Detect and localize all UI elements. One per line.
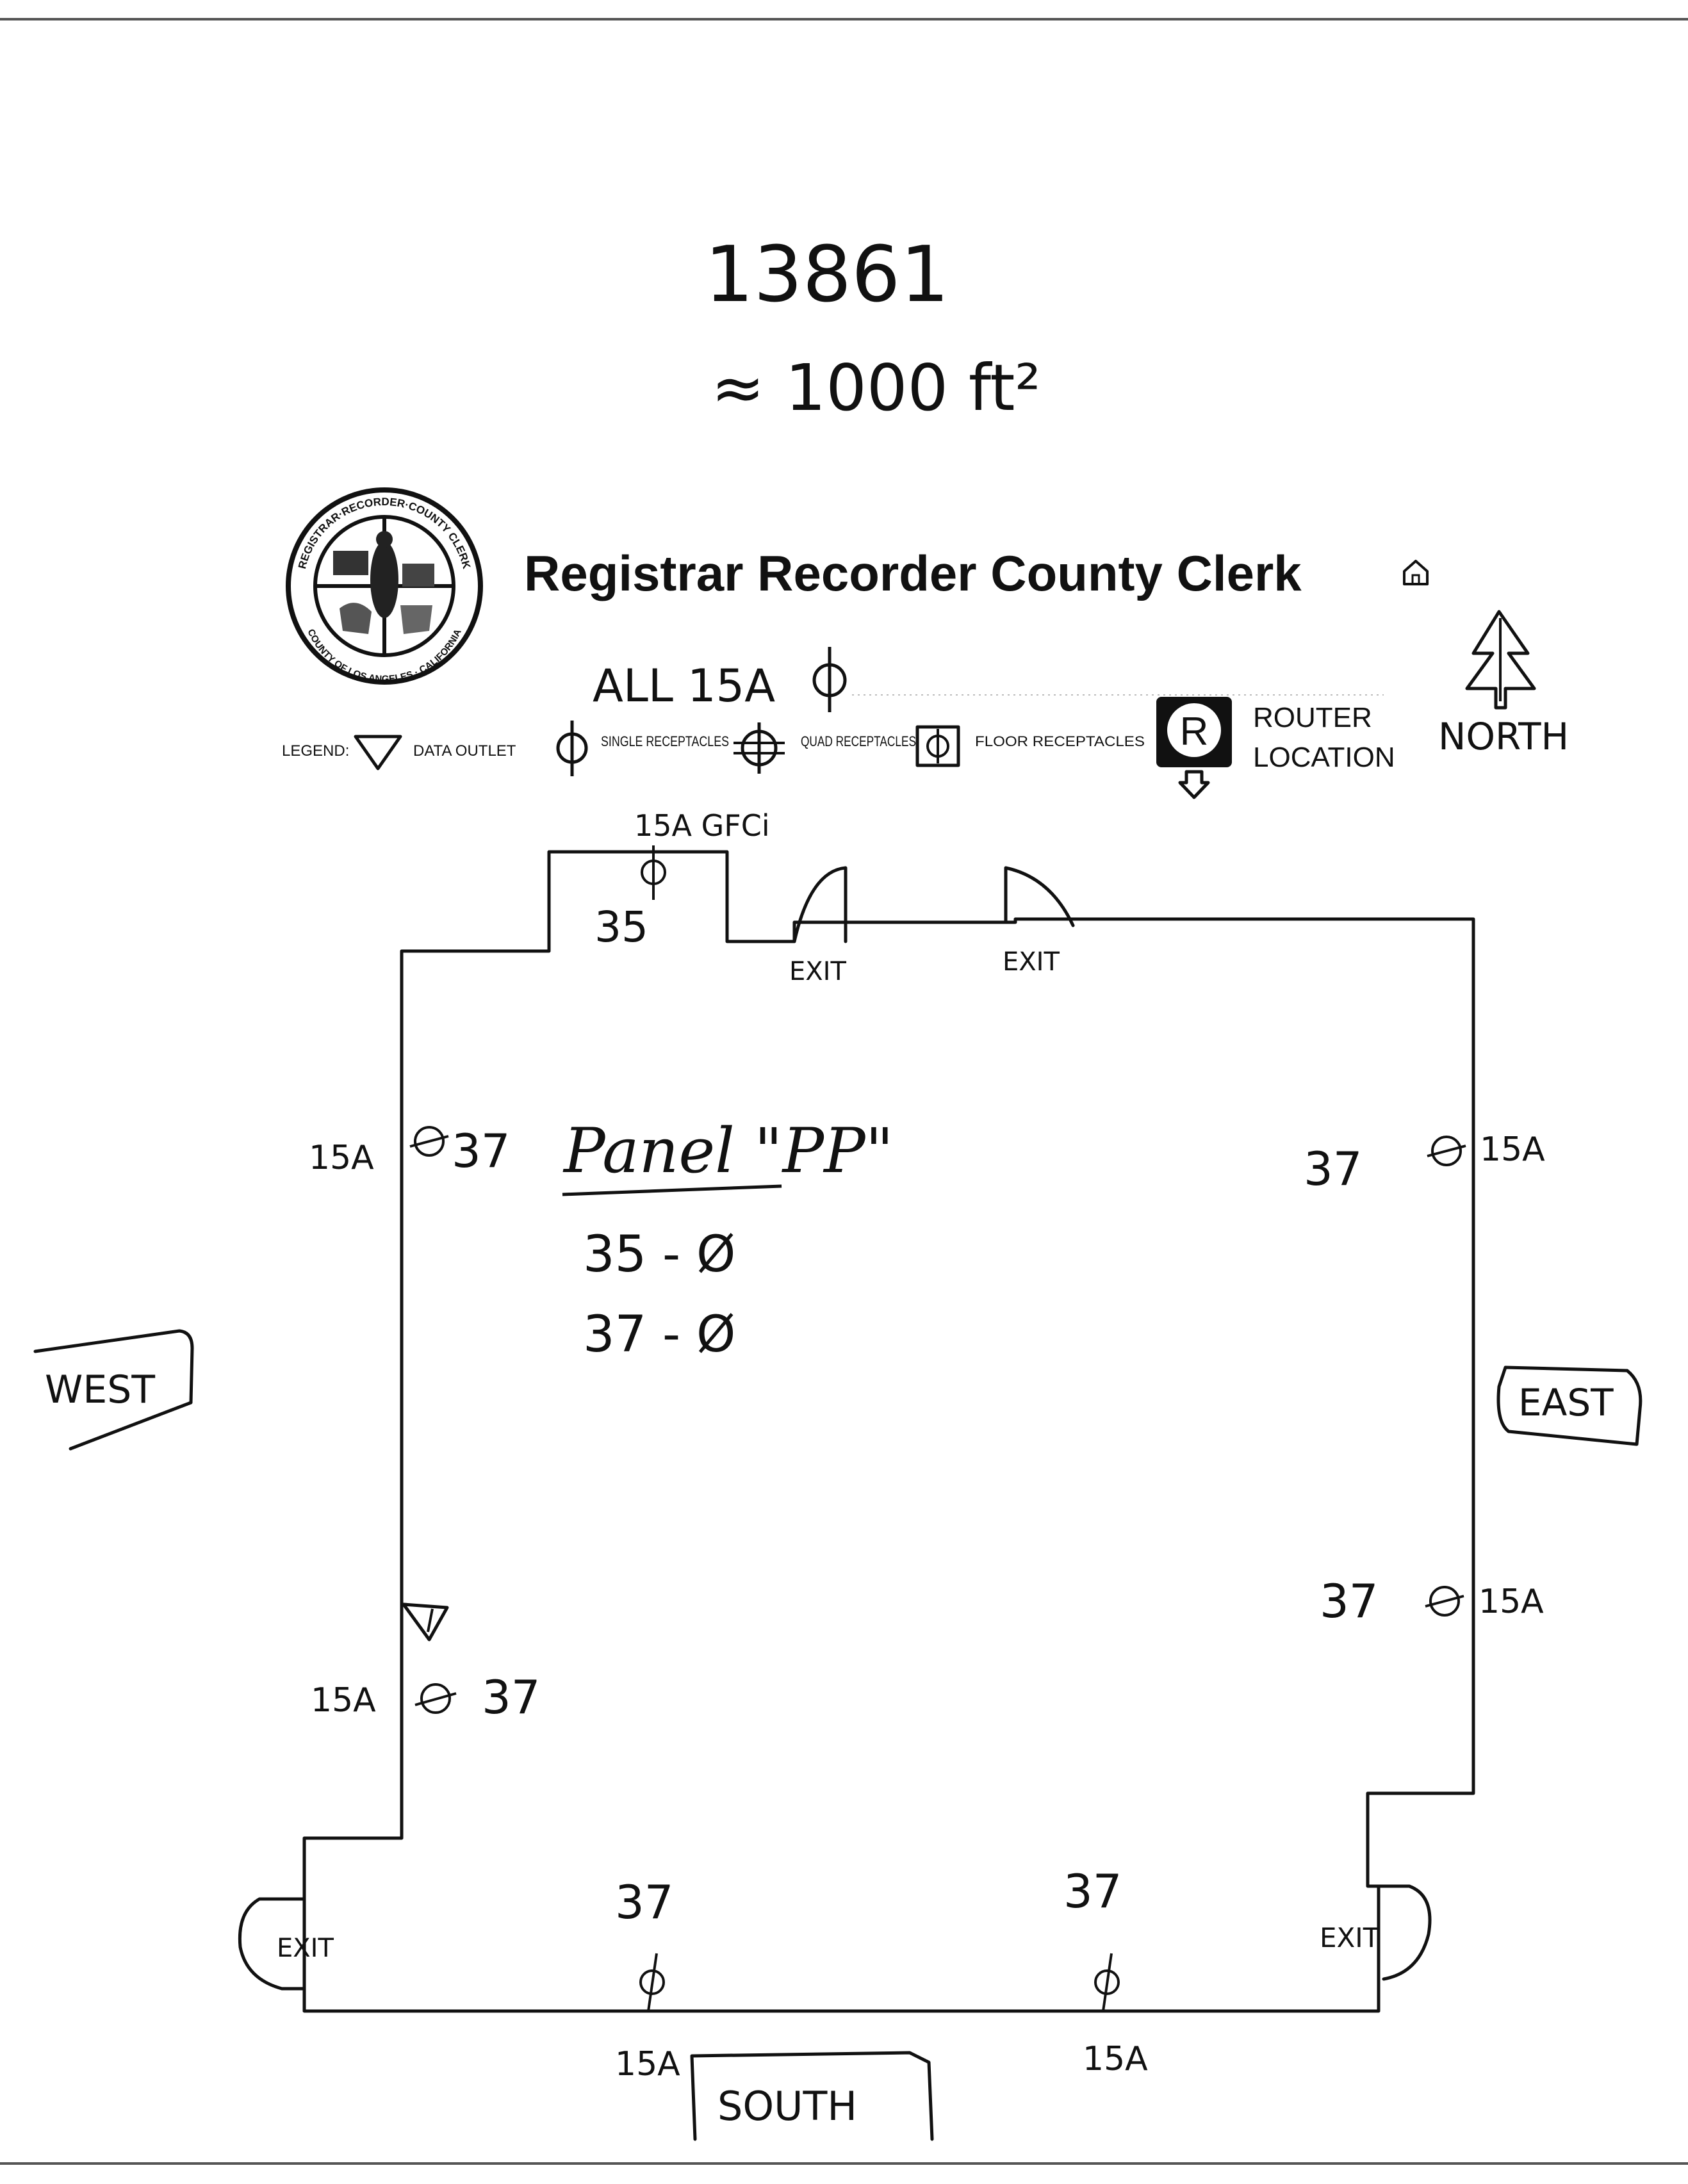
south-right-circuit: 37 xyxy=(1063,1864,1122,1918)
page-title: Registrar Recorder County Clerk xyxy=(524,545,1302,601)
single-receptacle-icon xyxy=(812,647,847,712)
single-receptacle-east-lower[interactable] xyxy=(1425,1586,1464,1617)
single-receptacle-west-upper[interactable] xyxy=(409,1126,449,1157)
legend-router-line1: ROUTER xyxy=(1253,702,1372,733)
west-upper-circuit: 37 xyxy=(452,1124,511,1178)
panel-line-1: 35 - Ø xyxy=(583,1226,735,1284)
router-icon: R xyxy=(1156,697,1232,799)
data-outlet-triangle-icon xyxy=(354,735,402,770)
single-receptacle-west-lower[interactable] xyxy=(414,1683,457,1714)
panel-title: Panel "PP" xyxy=(562,1115,894,1187)
south-left-rating: 15A xyxy=(615,2045,680,2083)
north-arrow xyxy=(1465,610,1536,710)
data-outlet-west[interactable] xyxy=(402,1602,449,1642)
exit-label-north-right: EXIT xyxy=(1003,947,1060,977)
exit-door-swing-north-right xyxy=(1004,866,1075,927)
exit-label-south-west: EXIT xyxy=(277,1934,334,1963)
single-receptacle-south-left[interactable] xyxy=(639,1953,665,2012)
north-receptacle-circuit: 35 xyxy=(594,902,648,952)
east-label-box xyxy=(1496,1365,1643,1446)
county-seal: REGISTRAR·RECORDER·COUNTY CLERK COUNTY O… xyxy=(286,487,483,685)
legend-single-receptacles: SINGLE RECEPTACLES xyxy=(601,733,729,749)
north-receptacle-rating: 15A GFCi xyxy=(634,808,770,843)
area-note: ≈ 1000 ft² xyxy=(711,350,1041,425)
west-upper-rating: 15A xyxy=(309,1139,374,1177)
legend-quad-receptacles: QUAD RECEPTACLES xyxy=(801,733,916,749)
east-lower-rating: 15A xyxy=(1479,1583,1544,1621)
single-receptacle-south-right[interactable] xyxy=(1094,1953,1120,2012)
south-left-circuit: 37 xyxy=(615,1875,674,1929)
west-lower-rating: 15A xyxy=(311,1681,376,1720)
room-outline xyxy=(302,850,1475,2013)
legend-router-line2: LOCATION xyxy=(1253,742,1395,773)
east-label: EAST xyxy=(1518,1381,1614,1424)
legend-floor-receptacles: FLOOR RECEPTACLES xyxy=(975,733,1145,749)
home-icon xyxy=(1403,560,1429,585)
single-receptacle-icon xyxy=(556,721,588,776)
quad-receptacle-icon xyxy=(733,722,785,774)
legend-data-outlet: DATA OUTLET xyxy=(413,742,516,760)
exit-label-north-left: EXIT xyxy=(789,957,846,986)
exit-door-swing-north-left xyxy=(792,866,848,943)
west-label: WEST xyxy=(45,1367,155,1412)
legend-label: LEGEND: xyxy=(282,742,349,760)
west-label-box xyxy=(33,1329,194,1451)
east-upper-circuit: 37 xyxy=(1304,1142,1363,1196)
exit-bump-south-west xyxy=(238,1897,306,1991)
svg-text:R: R xyxy=(1180,710,1209,754)
legend: LEGEND: DATA OUTLET SINGLE RECEPTACLES Q… xyxy=(282,697,1395,799)
west-lower-circuit: 37 xyxy=(482,1670,541,1724)
east-lower-circuit: 37 xyxy=(1320,1574,1379,1628)
panel-underline xyxy=(562,1184,782,1196)
north-label: NORTH xyxy=(1438,715,1569,758)
south-label-box xyxy=(690,2051,934,2141)
single-receptacle-east-upper[interactable] xyxy=(1427,1136,1466,1166)
floor-receptacle-icon xyxy=(915,725,960,767)
exit-bump-south-east xyxy=(1377,1884,1432,1981)
exit-label-south-east: EXIT xyxy=(1320,1922,1380,1953)
all-15a-note: ALL 15A xyxy=(593,660,775,712)
single-receptacle-north[interactable] xyxy=(641,845,666,900)
east-upper-rating: 15A xyxy=(1480,1130,1545,1169)
south-right-rating: 15A xyxy=(1083,2040,1148,2078)
job-number: 13861 xyxy=(705,231,949,320)
panel-line-2: 37 - Ø xyxy=(583,1306,735,1364)
south-label: SOUTH xyxy=(717,2083,857,2130)
